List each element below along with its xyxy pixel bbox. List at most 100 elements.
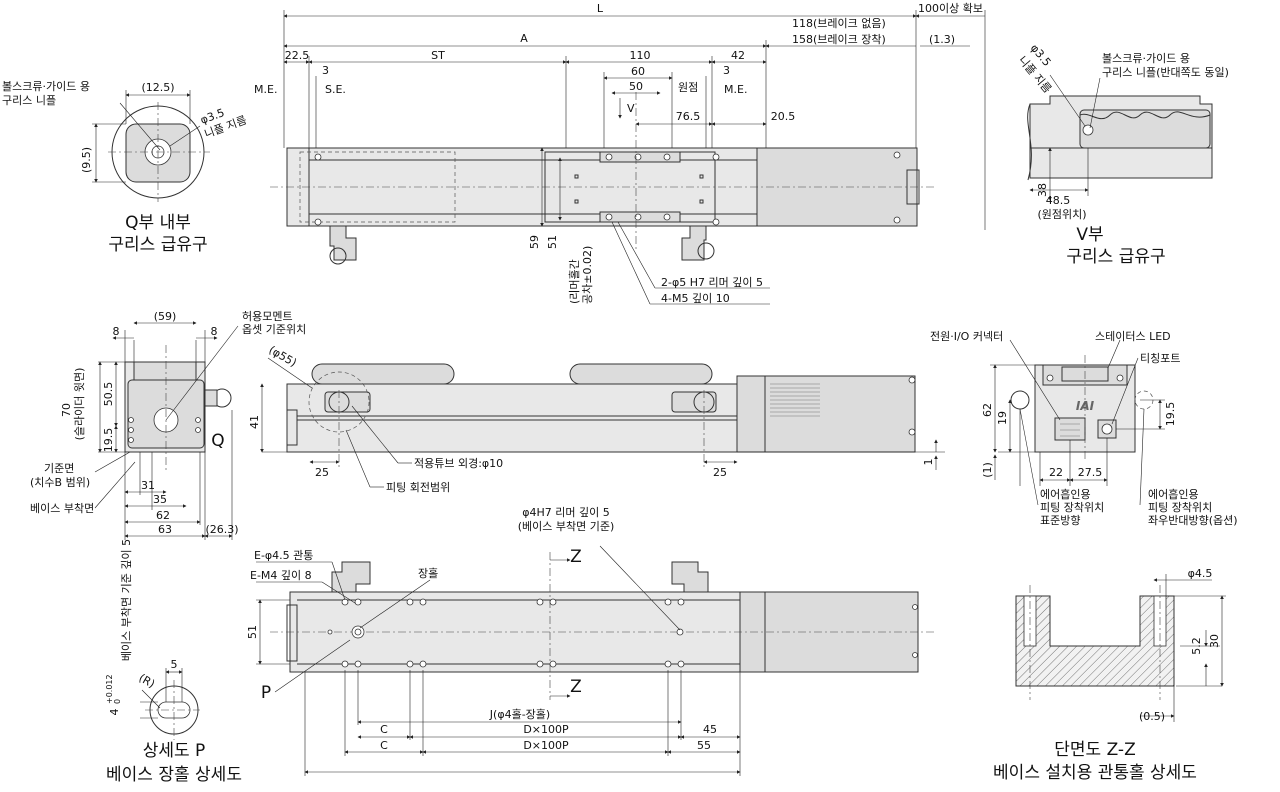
rear-dim-19: 19 [996,411,1009,425]
front-dim-70: 70 [60,403,73,417]
rear-opt-3: 좌우반대방향(옵션) [1148,514,1238,527]
section-zz: φ4.5 5.2 30 (0.5) 단면도 Z-Z 베이스 설치용 관통홀 상세… [993,567,1226,783]
front-dim-35: 35 [153,493,167,506]
v-dim-origin: (원점위치) [1037,208,1086,221]
bottom-dim-51: 51 [246,625,259,639]
front-end-view: 허용모멘트 옵셋 기준위치 8 (59) 8 70 (슬라이더 윗면) 50.5… [30,310,306,540]
p-caption-2: 베이스 장홀 상세도 [106,765,242,785]
rear-dim-27-5: 27.5 [1078,466,1103,479]
p-dim-tol-zero: 0 [113,699,122,704]
side-label-fit-rotation: 피팅 회전범위 [386,481,450,494]
rear-std-2: 피팅 장착위치 [1040,501,1104,514]
top-view: L A 118(브레이크 없음) 158(브레이크 장착) 100이상 확보 (… [254,2,986,305]
p-dim-4: 4 [108,709,121,716]
front-dim-62: 62 [156,509,170,522]
dim-A: A [520,32,528,45]
v-label-bolt-2: 구리스 니플(반대쪽도 동일) [1102,65,1229,79]
bottom-dim-J: J(φ4홀-장홀) [489,708,550,721]
side-dim-41: 41 [248,415,261,429]
bottom-fitting-right [671,561,709,593]
dim-brake-with: 158(브레이크 장착) [792,33,886,46]
bottom-dim-C-1: C [380,723,388,736]
side-slider-left [311,363,455,385]
label-reamer-tolerance: (리머홀간공차±0.02) [568,246,594,304]
v-caption-2: 구리스 급유구 [1066,247,1165,267]
label-origin: 원점 [678,81,698,94]
rear-label-teach: 티칭포트 [1140,352,1180,365]
detail-v: φ3.5 니플 지름 볼스크류·가이드 용 구리스 니플(반대쪽도 동일) 48… [1016,42,1229,267]
front-dim-63: 63 [158,523,172,536]
dim-L: L [597,2,604,15]
rear-opt-1: 에어흡인용 [1148,487,1199,501]
fitting-left-top [329,225,357,261]
front-label-base-mount: 베이스 부착면 [30,502,94,515]
side-dim-25-right: 25 [713,466,727,479]
label-me-right: M.E. [724,83,747,96]
v-caption-1: V부 [1076,225,1103,245]
front-dim-8-right: 8 [211,325,218,338]
bottom-view: φ4H7 리머 깊이 5 (베이스 부착면 기준) E-φ4.5 관통 E-M4… [246,506,935,776]
label-se: S.E. [325,83,346,96]
rear-fitting-std [1010,390,1030,410]
side-view: (φ55) 41 25 25 적용튜브 외경:φ10 피팅 회전범위 1 [248,343,945,494]
dim-22-5: 22.5 [285,49,310,62]
label-me-left: M.E. [254,83,277,96]
p-label-R: (R) [137,671,158,690]
dim-ST: ST [431,49,445,62]
dim-clear100: 100이상 확보 [918,2,983,15]
bottom-label-reamer-2: (베이스 부착면 기준) [518,520,615,533]
bottom-label-Z-bottom: Z [570,677,582,697]
bottom-label-E45: E-φ4.5 관통 [254,549,313,562]
dim-3-left: 3 [322,64,329,77]
rear-opt-2: 피팅 장착위치 [1148,501,1212,514]
zz-dim-30: 30 [1208,634,1221,648]
label-m5-holes: 4-M5 깊이 10 [661,292,730,305]
p-caption-1: 상세도 P [143,741,206,761]
zz-caption-1: 단면도 Z-Z [1054,740,1135,760]
q-label-bolt-1: 볼스크류·가이드 용 [2,80,90,93]
dim-42: 42 [731,49,745,62]
side-dim-phi55: (φ55) [267,343,299,369]
q-caption-2: 구리스 급유구 [108,235,207,255]
rear-label-status-led: 스테이터스 LED [1095,330,1171,343]
bottom-label-EM4: E-M4 깊이 8 [250,569,312,582]
dim-60: 60 [631,65,645,78]
dim-1-3: (1.3) [929,33,955,46]
rear-dim-1: (1) [981,462,994,478]
zz-dim-0-5: (0.5) [1139,710,1165,723]
dim-50: 50 [629,80,643,93]
dim-76-5: 76.5 [676,110,701,123]
front-label-ref-2: (치수B 범위) [30,476,90,489]
rear-label-power: 전원·I/O 커넥터 [930,330,1003,343]
detail-p: 베이스 부착면 기준 깊이 5 4 +0.012 0 5 (R) 상세도 P 베… [105,539,242,785]
zz-caption-2: 베이스 설치용 관통홀 상세도 [993,763,1197,783]
side-dim-1: 1 [922,459,935,466]
p-dim-5: 5 [171,658,178,671]
side-label-tube: 적용튜브 외경:φ10 [414,457,503,470]
dim-3-right: 3 [723,64,730,77]
label-v-arrow: V [627,102,635,115]
q-caption-1: Q부 내부 [125,213,191,233]
rear-connector [1054,417,1086,441]
rear-std-1: 에어흡인용 [1040,487,1091,501]
q-dim-12-5: (12.5) [141,81,174,94]
rear-dim-19-5: 19.5 [1164,402,1177,427]
dim-20-5: 20.5 [771,110,796,123]
bottom-dim-55: 55 [697,739,711,752]
front-dim-26-3: (26.3) [205,523,238,536]
bottom-label-P: P [261,683,271,703]
q-dim-9-5: (9.5) [80,147,93,173]
front-dim-59: (59) [154,310,177,323]
rear-dim-62: 62 [981,403,994,417]
rear-std-3: 표준방향 [1040,514,1080,527]
bottom-label-reamer-1: φ4H7 리머 깊이 5 [522,506,610,519]
q-label-bolt-2: 구리스 니플 [2,94,56,107]
front-label-slider: (슬라이더 윗면) [73,368,86,441]
dim-51-top: 51 [546,235,559,249]
section-zz-profile [1015,595,1175,687]
v-dim-38: 38 [1036,183,1049,197]
front-label-Q: Q [211,431,224,451]
rear-end-view: IAI 전원·I/O 커넥터 스테이터스 LED 티칭포트 62 19 [930,330,1238,527]
bottom-fitting-left [331,561,371,593]
bottom-dim-D-1: D×100P [523,723,569,736]
